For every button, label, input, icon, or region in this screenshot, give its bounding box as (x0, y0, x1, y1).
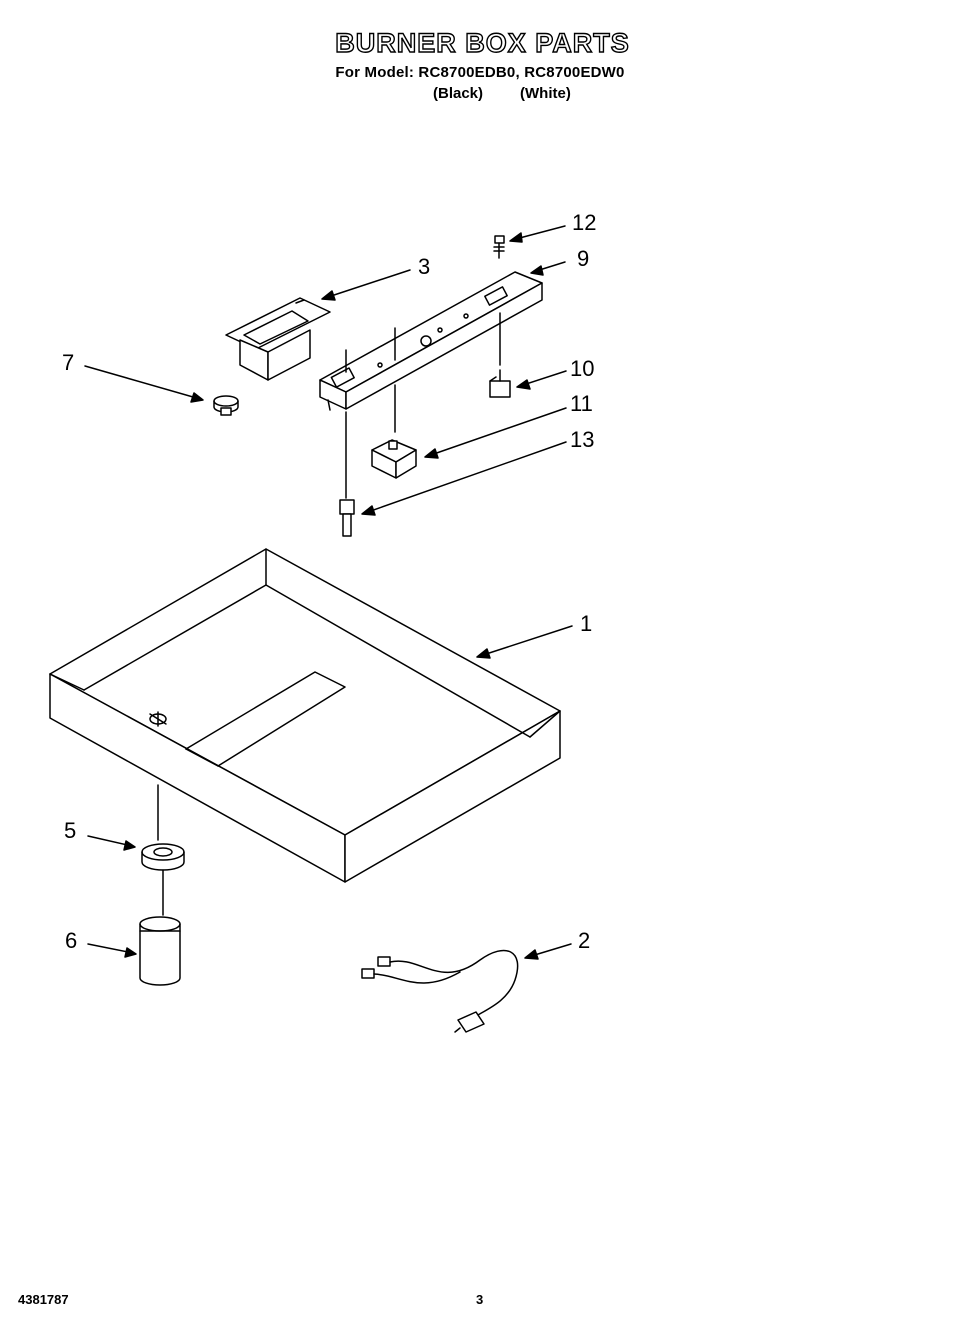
callout-11: 11 (570, 391, 593, 416)
color-label-white: (White) (520, 85, 571, 102)
callout-9: 9 (577, 246, 590, 271)
callout-arrows (84, 225, 573, 960)
callout-13: 13 (570, 427, 595, 452)
color-label-black: (Black) (433, 85, 484, 102)
part-13-valve (339, 499, 355, 537)
callout-3: 3 (418, 254, 431, 279)
callout-12: 12 (572, 210, 597, 235)
part-6-jar (139, 916, 181, 986)
part-5-grommet (141, 843, 185, 871)
page-title: BURNER BOX PARTS (335, 27, 630, 58)
callout-5: 5 (64, 818, 77, 843)
page-number: 3 (476, 1292, 484, 1307)
callout-6: 6 (65, 928, 78, 953)
callout-2: 2 (578, 928, 591, 953)
part-11-control-switch (371, 439, 417, 479)
part-9-control-panel (319, 271, 543, 411)
assembly-lines (157, 312, 501, 916)
part-3-bracket (225, 297, 331, 381)
part-12-screw (493, 235, 505, 259)
part-2-power-cord (361, 949, 519, 1033)
part-1-burner-box-tray (49, 548, 561, 883)
callout-7: 7 (62, 350, 75, 375)
callout-1: 1 (580, 611, 593, 636)
model-subtitle: For Model: RC8700EDB0, RC8700EDW0 (335, 64, 625, 81)
part-7-plug (213, 395, 239, 416)
doc-number: 4381787 (18, 1292, 69, 1307)
part-10-switch (489, 369, 511, 398)
callout-10: 10 (570, 356, 595, 381)
